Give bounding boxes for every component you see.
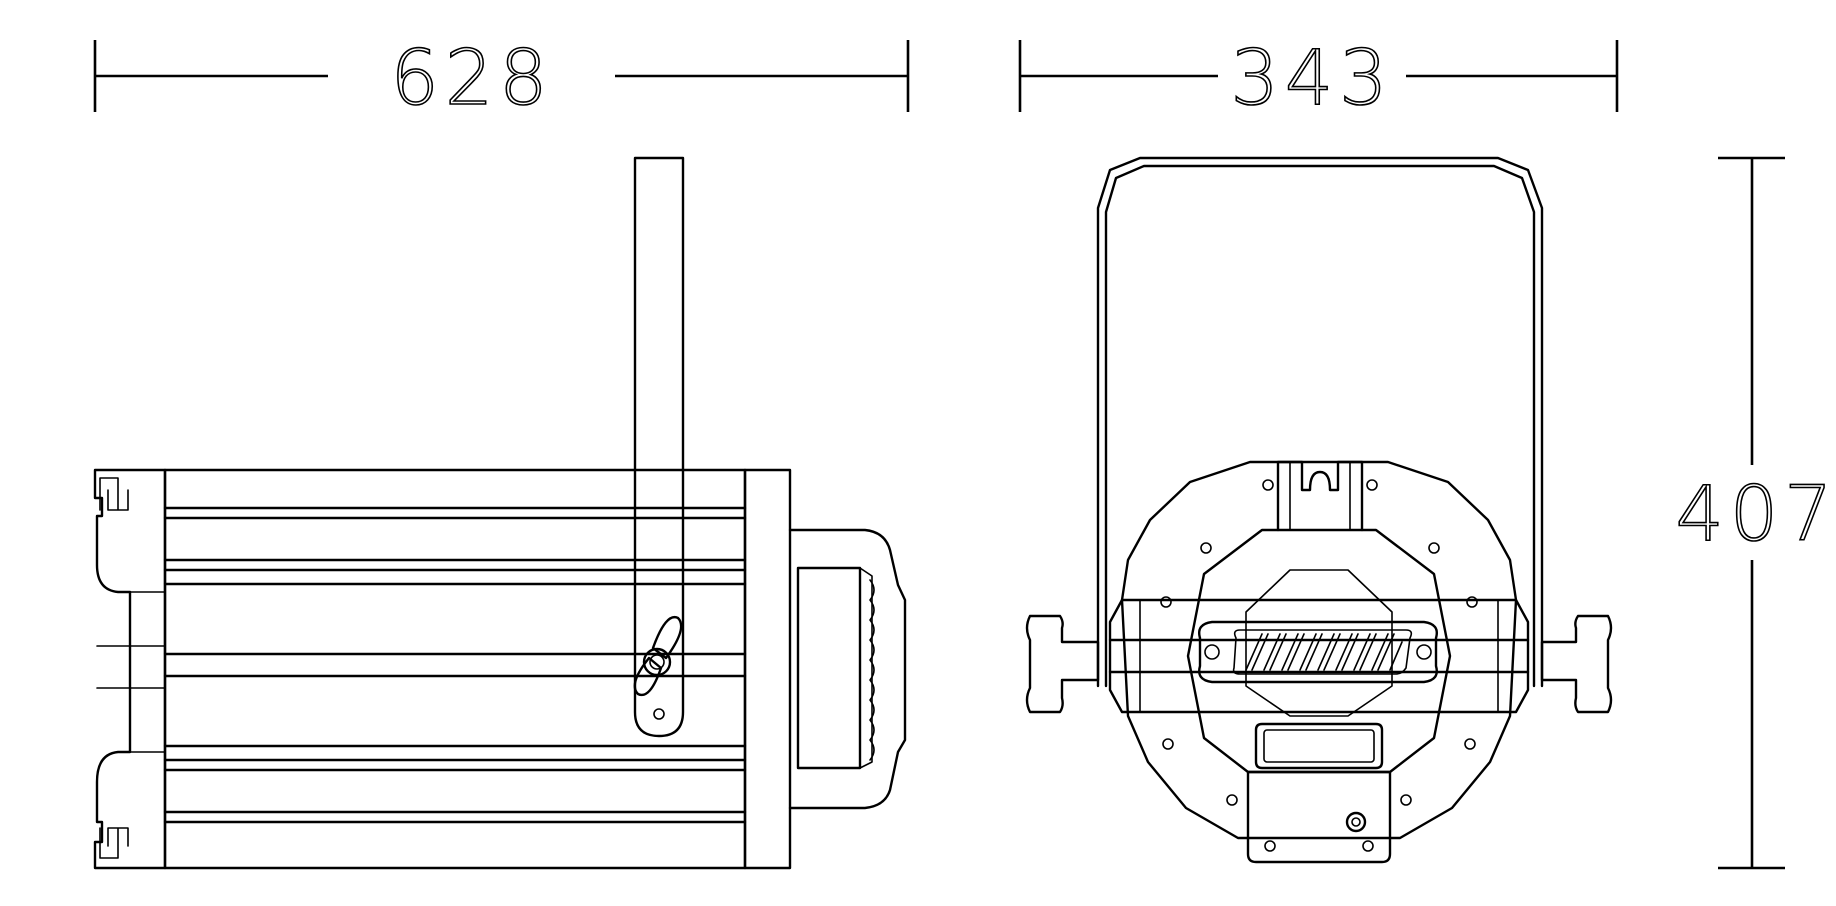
right-knob-icon (1540, 614, 1613, 714)
rear-cap (93, 468, 167, 870)
cross-band (1108, 598, 1530, 714)
front-housing (743, 468, 907, 870)
left-knob-icon (1025, 614, 1100, 714)
front-housing-inner (1186, 528, 1452, 774)
dimension-length: 628 (93, 32, 910, 123)
focus-slot-plate (1198, 620, 1438, 684)
side-view (93, 156, 907, 870)
wing-nut-icon (633, 615, 683, 697)
dimension-height-label: 407 (1675, 469, 1836, 558)
bottom-mount (1246, 770, 1392, 864)
dimension-width: 343 (1018, 32, 1619, 123)
top-tab (1276, 460, 1364, 532)
front-housing-outer (1120, 460, 1518, 840)
lower-window (1254, 722, 1384, 770)
front-view (1025, 156, 1613, 864)
dimension-width-label: 343 (1230, 33, 1393, 122)
yoke-arm (633, 156, 685, 738)
dimension-height: 407 (1675, 156, 1836, 870)
yoke-bracket (1096, 156, 1544, 688)
dimension-length-label: 628 (390, 33, 553, 122)
